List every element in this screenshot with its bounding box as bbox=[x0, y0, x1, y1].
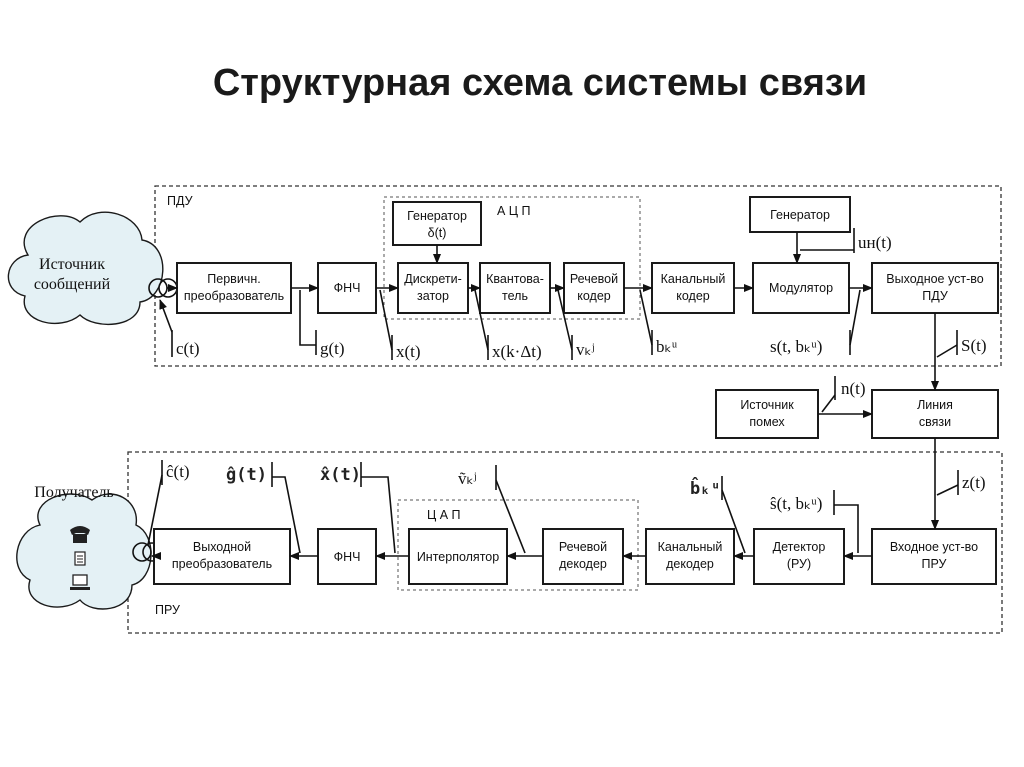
delta-generator-line-1: Генератор bbox=[407, 209, 467, 223]
tx-output-block: Выходное уст-во ПДУ bbox=[871, 262, 999, 314]
receiver-label: ПРУ bbox=[155, 603, 180, 617]
line-line-1: Линия bbox=[917, 398, 953, 412]
speech-coder-line-2: кодер bbox=[577, 289, 611, 303]
lpf-tx-block: ФНЧ bbox=[317, 262, 377, 314]
detector-line-1: Детектор bbox=[773, 540, 826, 554]
recipient-label: Получатель bbox=[34, 484, 113, 501]
signal-s-hat: ŝ(t, bₖᵘ) bbox=[770, 494, 822, 513]
modulator-label: Модулятор bbox=[769, 281, 833, 295]
signal-vk: vₖʲ bbox=[576, 340, 595, 359]
speech-coder-block: Речевой кодер bbox=[563, 262, 625, 314]
signal-c-hat: ĉ(t) bbox=[166, 462, 190, 481]
dac-label: Ц А П bbox=[427, 508, 461, 522]
lpf-rx-label: ФНЧ bbox=[334, 550, 361, 564]
line-line-2: связи bbox=[919, 415, 951, 429]
speech-coder-line-1: Речевой bbox=[570, 272, 618, 286]
signal-g: g(t) bbox=[320, 339, 345, 358]
signal-n: n(t) bbox=[841, 379, 866, 398]
delta-generator-line-2: δ(t) bbox=[428, 226, 447, 240]
tx-connections bbox=[167, 232, 873, 292]
recipient-cloud: Получатель bbox=[16, 484, 152, 610]
signal-tags-rx: z(t) ŝ(t, bₖᵘ) b̂ₖᵘ ṽₖʲ x̂(t) ĝ(t) ĉ(t) bbox=[147, 460, 986, 554]
rx-input-line-2: ПРУ bbox=[922, 557, 947, 571]
carrier-generator-label: Генератор bbox=[770, 208, 830, 222]
document-icon bbox=[74, 551, 86, 566]
quantizer-block: Квантова- тель bbox=[479, 262, 551, 314]
source-line-1: Источник bbox=[39, 256, 105, 273]
primary-converter-line-1: Первичн. bbox=[207, 272, 260, 286]
dac-frame bbox=[397, 499, 639, 591]
channel-coder-line-2: кодер bbox=[676, 289, 710, 303]
output-converter-block: Выходной преобразователь bbox=[153, 528, 291, 585]
speech-decoder-line-1: Речевой bbox=[559, 540, 607, 554]
channel-coder-block: Канальный кодер bbox=[651, 262, 735, 314]
adc-frame bbox=[383, 196, 641, 320]
detector-line-2: (РУ) bbox=[787, 557, 811, 571]
line-block: Линия связи bbox=[871, 389, 999, 439]
signal-S: S(t) bbox=[961, 336, 987, 355]
channel-connections bbox=[818, 313, 939, 530]
signal-z: z(t) bbox=[962, 473, 986, 492]
lpf-tx-label: ФНЧ bbox=[334, 281, 361, 295]
noise-source-line-1: Источник bbox=[740, 398, 794, 412]
carrier-generator-block: Генератор bbox=[749, 196, 851, 233]
signal-xk: x(k·Δt) bbox=[492, 342, 542, 361]
message-source-cloud: Источник сообщений bbox=[7, 211, 164, 326]
quantizer-line-1: Квантова- bbox=[486, 272, 544, 286]
noise-source-block: Источник помех bbox=[715, 389, 819, 439]
source-line-2: сообщений bbox=[34, 276, 111, 293]
channel-decoder-line-1: Канальный bbox=[658, 540, 723, 554]
tx-output-line-1: Выходное уст-во bbox=[886, 272, 983, 286]
speech-decoder-line-2: декодер bbox=[559, 557, 607, 571]
primary-converter-block: Первичн. преобразователь bbox=[176, 262, 292, 314]
signal-v-tilde: ṽₖʲ bbox=[458, 469, 477, 488]
channel-decoder-block: Канальный декодер bbox=[645, 528, 735, 585]
adc-label: А Ц П bbox=[497, 204, 531, 218]
tx-output-line-2: ПДУ bbox=[922, 289, 948, 303]
signal-b-hat: b̂ₖᵘ bbox=[690, 475, 721, 499]
page-title: Структурная схема системы связи bbox=[213, 62, 867, 104]
lpf-rx-block: ФНЧ bbox=[317, 528, 377, 585]
delta-generator-block: Генератор δ(t) bbox=[392, 201, 482, 246]
signal-s: s(t, bₖᵘ) bbox=[770, 337, 822, 356]
sampler-line-1: Дискрети- bbox=[404, 272, 462, 286]
computer-icon bbox=[70, 574, 90, 590]
output-converter-line-1: Выходной bbox=[193, 540, 251, 554]
sampler-line-2: затор bbox=[417, 289, 449, 303]
signal-x: x(t) bbox=[396, 342, 421, 361]
transmitter-label: ПДУ bbox=[167, 194, 193, 208]
primary-converter-line-2: преобразователь bbox=[184, 289, 284, 303]
signal-un: uн(t) bbox=[858, 233, 892, 252]
channel-coder-line-1: Канальный bbox=[661, 272, 726, 286]
phone-icon bbox=[70, 526, 90, 543]
quantizer-line-2: тель bbox=[502, 289, 528, 303]
speech-decoder-block: Речевой декодер bbox=[542, 528, 624, 585]
detector-block: Детектор (РУ) bbox=[753, 528, 845, 585]
signal-x-hat: x̂(t) bbox=[320, 465, 361, 485]
interpolator-block: Интерполятор bbox=[408, 528, 508, 585]
sampler-block: Дискрети- затор bbox=[397, 262, 469, 314]
interpolator-label: Интерполятор bbox=[417, 550, 499, 564]
rx-input-line-1: Входное уст-во bbox=[890, 540, 978, 554]
noise-source-line-2: помех bbox=[749, 415, 785, 429]
signal-tags-tx: c(t) g(t) x(t) x(k·Δt) vₖʲ bₖᵘ s(t, bₖᵘ)… bbox=[159, 228, 987, 413]
signal-bk: bₖᵘ bbox=[656, 337, 678, 356]
rx-input-block: Входное уст-во ПРУ bbox=[871, 528, 997, 585]
signal-c: c(t) bbox=[176, 339, 200, 358]
output-converter-line-2: преобразователь bbox=[172, 557, 272, 571]
modulator-block: Модулятор bbox=[752, 262, 850, 314]
signal-g-hat: ĝ(t) bbox=[226, 465, 267, 485]
channel-decoder-line-2: декодер bbox=[666, 557, 714, 571]
